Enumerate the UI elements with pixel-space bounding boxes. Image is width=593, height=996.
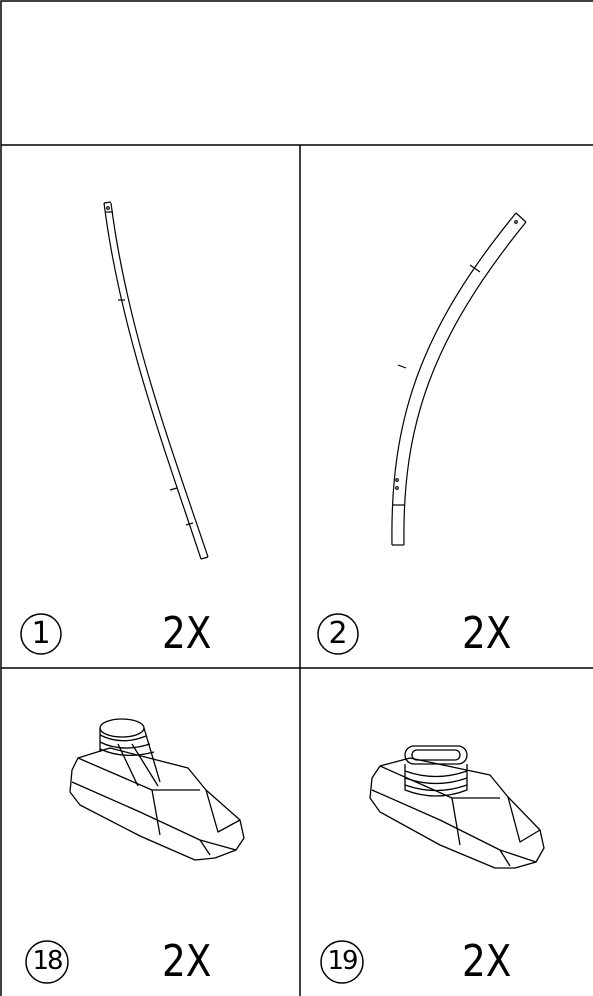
straight-pole-icon: [103, 201, 209, 560]
part-quantity: 2X: [462, 608, 512, 659]
part-number-circle: [25, 940, 69, 984]
curved-pole-icon: [391, 212, 527, 546]
angled-foot-cap-icon: [69, 718, 245, 861]
part-number: 1: [31, 616, 51, 651]
part-number: 19: [327, 946, 358, 976]
part-quantity: 2X: [462, 936, 512, 987]
part-number: 2: [328, 616, 348, 651]
part-quantity: 2X: [162, 936, 212, 987]
part-number-circle: [317, 613, 359, 655]
part-number-circle: [20, 613, 62, 655]
part-quantity: 2X: [162, 608, 212, 659]
part-number-circle: [320, 940, 364, 984]
part-number: 18: [32, 946, 63, 976]
straight-foot-cap-icon: [369, 745, 545, 869]
